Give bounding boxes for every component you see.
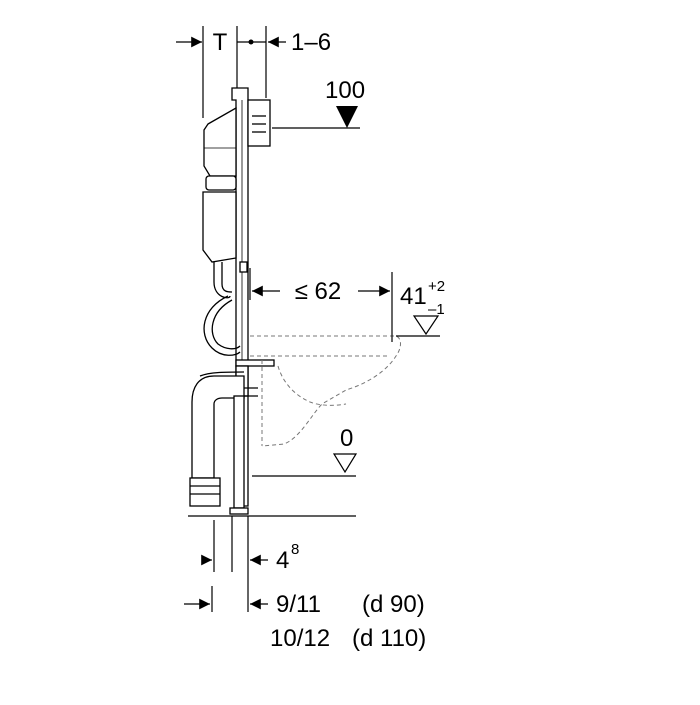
actuator-height-label: 100	[325, 77, 365, 104]
flush-pipe	[203, 262, 241, 356]
floor-level-label: 0	[340, 425, 353, 452]
frame-foot	[229, 395, 249, 515]
foot-offset-superscript: 8	[291, 541, 299, 558]
actuator-level-triangle	[336, 106, 358, 128]
floor-level-triangle	[332, 453, 358, 474]
foot-offset-label: 4	[276, 547, 289, 574]
pipe-dn-110-label: (d 110)	[352, 625, 426, 652]
offset-label: 1–6	[291, 29, 331, 56]
pan-height-tol-plus: +2	[428, 278, 445, 295]
wc-pan-outline	[250, 335, 401, 447]
pipe-offset-110-label: 10/12	[270, 625, 330, 652]
drain-pipe	[189, 371, 245, 507]
center-dot	[248, 39, 254, 45]
pan-projection-dimension	[249, 268, 393, 342]
foot-offset-dimension	[201, 516, 268, 612]
pipe-dn-90-label: (d 90)	[362, 591, 425, 618]
pipe-offset-dimension	[184, 586, 268, 612]
pan-height-label: 41	[400, 283, 427, 310]
pipe-offset-90-label: 9/11	[276, 591, 321, 618]
pan-projection-label: ≤ 62	[295, 278, 342, 305]
frame-depth-label: T	[213, 29, 228, 56]
pan-height-level-triangle	[412, 315, 440, 336]
pan-height-tol-minus: –1	[428, 301, 445, 318]
